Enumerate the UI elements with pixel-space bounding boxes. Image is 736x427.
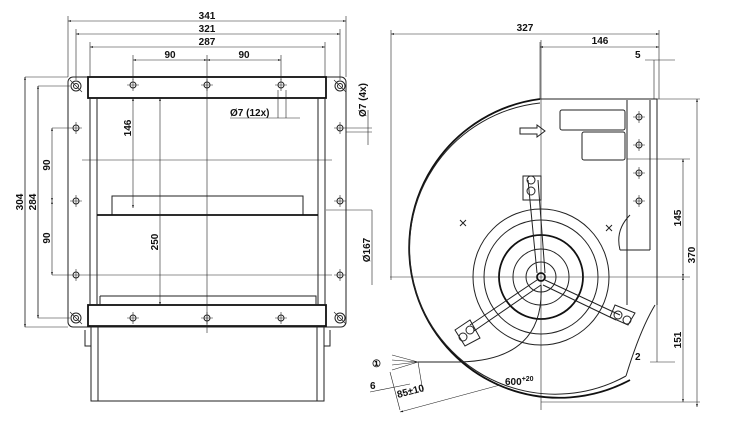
- dim-90-upper: 90: [42, 159, 53, 171]
- dim-90-left: 90: [164, 50, 176, 61]
- dim-inlet-diameter: Ø167: [362, 237, 373, 262]
- housing-lower: [90, 325, 325, 402]
- dim-287: 287: [199, 37, 216, 48]
- dim-370: 370: [687, 246, 698, 263]
- dim-146-offset: 146: [592, 36, 609, 47]
- front-view: 341 321 287 90 90 304 284 90 90 146 250 …: [15, 11, 373, 402]
- dim-cable-length: 600+20: [505, 376, 534, 388]
- cable: [418, 284, 542, 363]
- dim-151: 151: [673, 331, 684, 348]
- dim-hole-12x: Ø7 (12x): [230, 108, 269, 119]
- dim-146-depth: 146: [123, 119, 134, 136]
- dim-90-right: 90: [238, 50, 250, 61]
- dim-145: 145: [673, 209, 684, 226]
- mount-holes: [69, 78, 347, 325]
- dim-341: 341: [199, 11, 216, 22]
- dim-90-lower: 90: [42, 232, 53, 244]
- dim-284: 284: [28, 193, 39, 210]
- dim-hole-4x: Ø7 (4x): [358, 83, 369, 117]
- dim-304: 304: [15, 193, 26, 210]
- scroll-housing: [408, 98, 631, 399]
- dim-2: 2: [635, 352, 641, 363]
- dim-321: 321: [199, 24, 216, 35]
- dim-250: 250: [150, 233, 161, 250]
- dim-327: 327: [517, 23, 534, 34]
- side-view: 327 146 5 370 145 151 2 600+20 6 85±10 ①: [369, 23, 700, 413]
- marker-1: ①: [372, 359, 381, 370]
- inlet-rim: [111, 195, 304, 216]
- support-arms: [454, 175, 636, 347]
- dim-5: 5: [635, 50, 641, 61]
- dim-strip-6: 6: [370, 381, 376, 392]
